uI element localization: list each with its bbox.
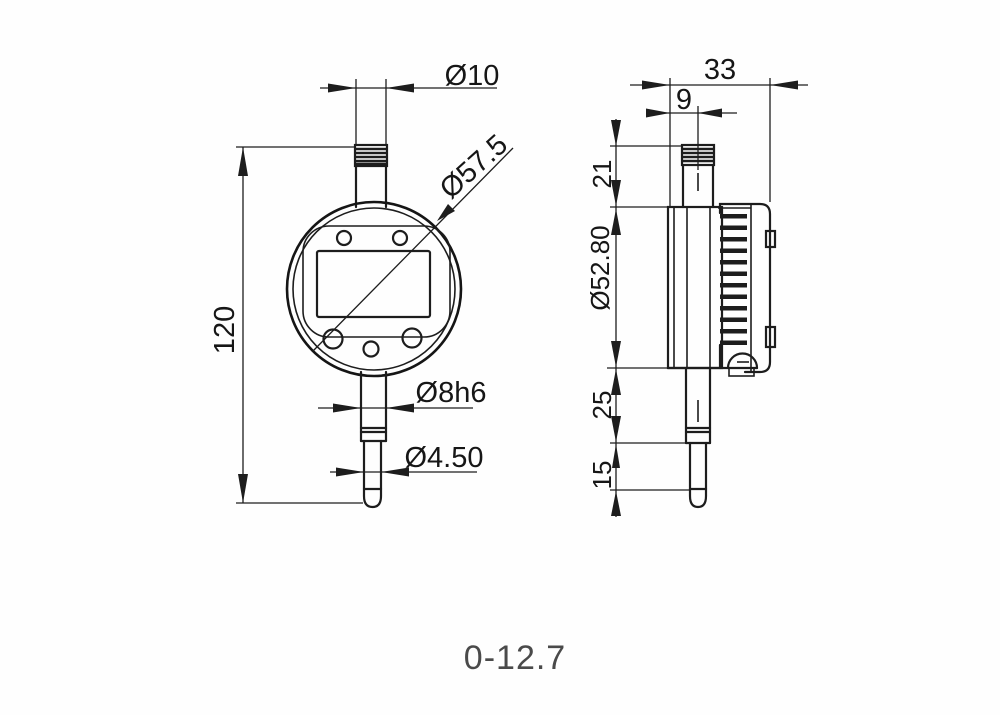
side-spindle xyxy=(684,366,712,509)
side-clip-top xyxy=(764,229,777,249)
dim-label-spindle-tip-diameter: Ø4.50 xyxy=(405,442,484,474)
front-button-bottom-left xyxy=(322,328,344,350)
front-button-bottom-center xyxy=(362,340,380,358)
dim-label-spindle-upper-length: 25 xyxy=(587,391,617,420)
dim-front-stem-cap-diameter: Ø10 xyxy=(320,60,499,144)
front-spindle xyxy=(359,370,388,509)
dim-side-stem-axis-offset: 9 xyxy=(646,84,737,170)
front-bezel-outer-circle xyxy=(285,200,463,378)
front-stem-upper xyxy=(354,164,388,209)
dim-front-spindle-tip-diameter: Ø4.50 xyxy=(330,442,484,477)
dim-label-stem-cap-diameter: Ø10 xyxy=(445,60,500,92)
front-stem-knurl xyxy=(353,143,389,168)
dim-label-bezel-diameter: Ø57.5 xyxy=(434,129,514,206)
measuring-range-label: 0-12.7 xyxy=(464,639,566,677)
side-bezel-cap xyxy=(718,202,777,377)
front-bezel-inner-circle xyxy=(292,207,456,371)
dim-label-overall-height: 120 xyxy=(209,306,241,354)
front-face-plate xyxy=(302,225,451,338)
side-bezel-serration xyxy=(720,214,747,345)
dim-label-stem-diameter: Ø8h6 xyxy=(416,377,487,409)
dim-front-stem-diameter: Ø8h6 xyxy=(318,377,486,413)
dim-label-spindle-tip-length: 15 xyxy=(587,461,617,490)
front-button-bottom-right xyxy=(401,327,423,349)
dim-label-stem-axis-offset: 9 xyxy=(676,84,692,116)
front-lcd-display xyxy=(315,249,432,319)
front-contact-ball xyxy=(362,487,383,509)
side-contact-ball xyxy=(688,487,708,509)
dim-label-body-diameter: Ø52.80 xyxy=(585,225,615,310)
front-view: Ø10 Ø57.5 120 Ø8h6 Ø4 xyxy=(209,60,514,509)
front-button-top-left xyxy=(335,229,353,247)
side-stem-upper xyxy=(681,163,715,209)
side-view: 33 9 21 Ø52.80 2 xyxy=(585,54,808,517)
dim-label-stem-height: 21 xyxy=(587,160,617,189)
side-clip-bottom xyxy=(764,325,777,349)
dim-side-body-depth: 33 xyxy=(630,54,808,206)
front-buttons xyxy=(322,229,423,358)
dim-label-body-depth: 33 xyxy=(704,54,736,86)
dim-front-overall-height: 120 xyxy=(209,146,363,504)
side-body xyxy=(666,205,759,370)
side-bottom-boss xyxy=(726,352,759,377)
front-button-top-right xyxy=(391,229,409,247)
dim-side-vertical-chain: 21 Ø52.80 25 15 xyxy=(585,119,690,517)
